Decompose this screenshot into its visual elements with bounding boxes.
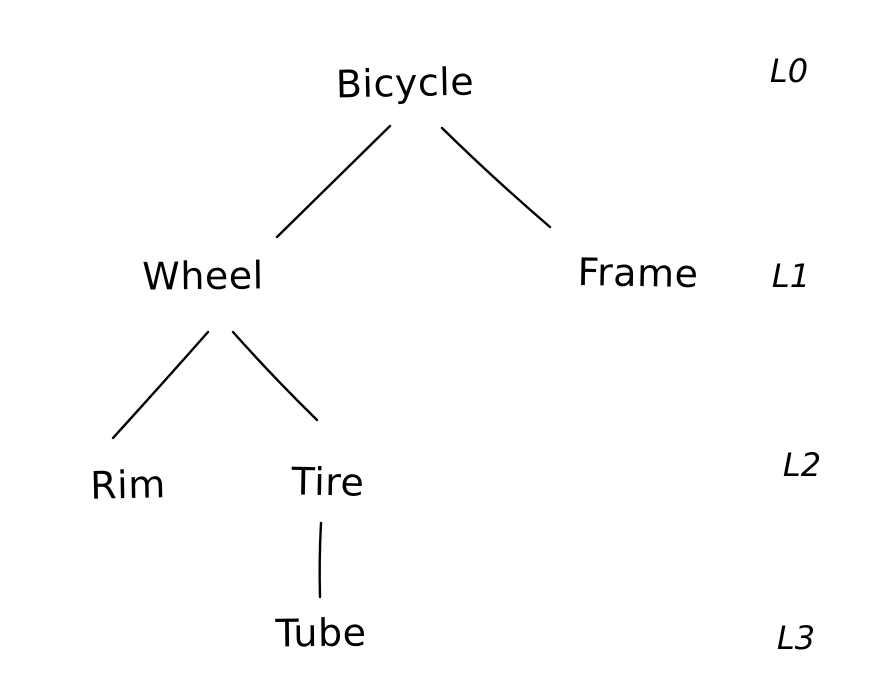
level-label-l3: L3 [776, 619, 816, 657]
level-label-l2: L2 [782, 446, 822, 484]
tree-node-tire: Tire [291, 459, 365, 505]
tree-node-frame: Frame [577, 249, 699, 297]
edge-wheel-tire [231, 330, 319, 422]
tree-node-bicycle: Bicycle [335, 59, 475, 107]
edge-bicycle-frame [440, 126, 552, 229]
tree-node-rim: Rim [89, 462, 167, 508]
level-label-l0: L0 [769, 52, 809, 90]
tree-node-wheel: Wheel [142, 253, 264, 299]
edge-tire-tube [318, 521, 323, 599]
edge-bicycle-wheel [275, 124, 392, 239]
level-label-l1: L1 [771, 257, 811, 295]
tree-node-tube: Tube [275, 610, 367, 656]
edge-wheel-rim [111, 330, 210, 440]
